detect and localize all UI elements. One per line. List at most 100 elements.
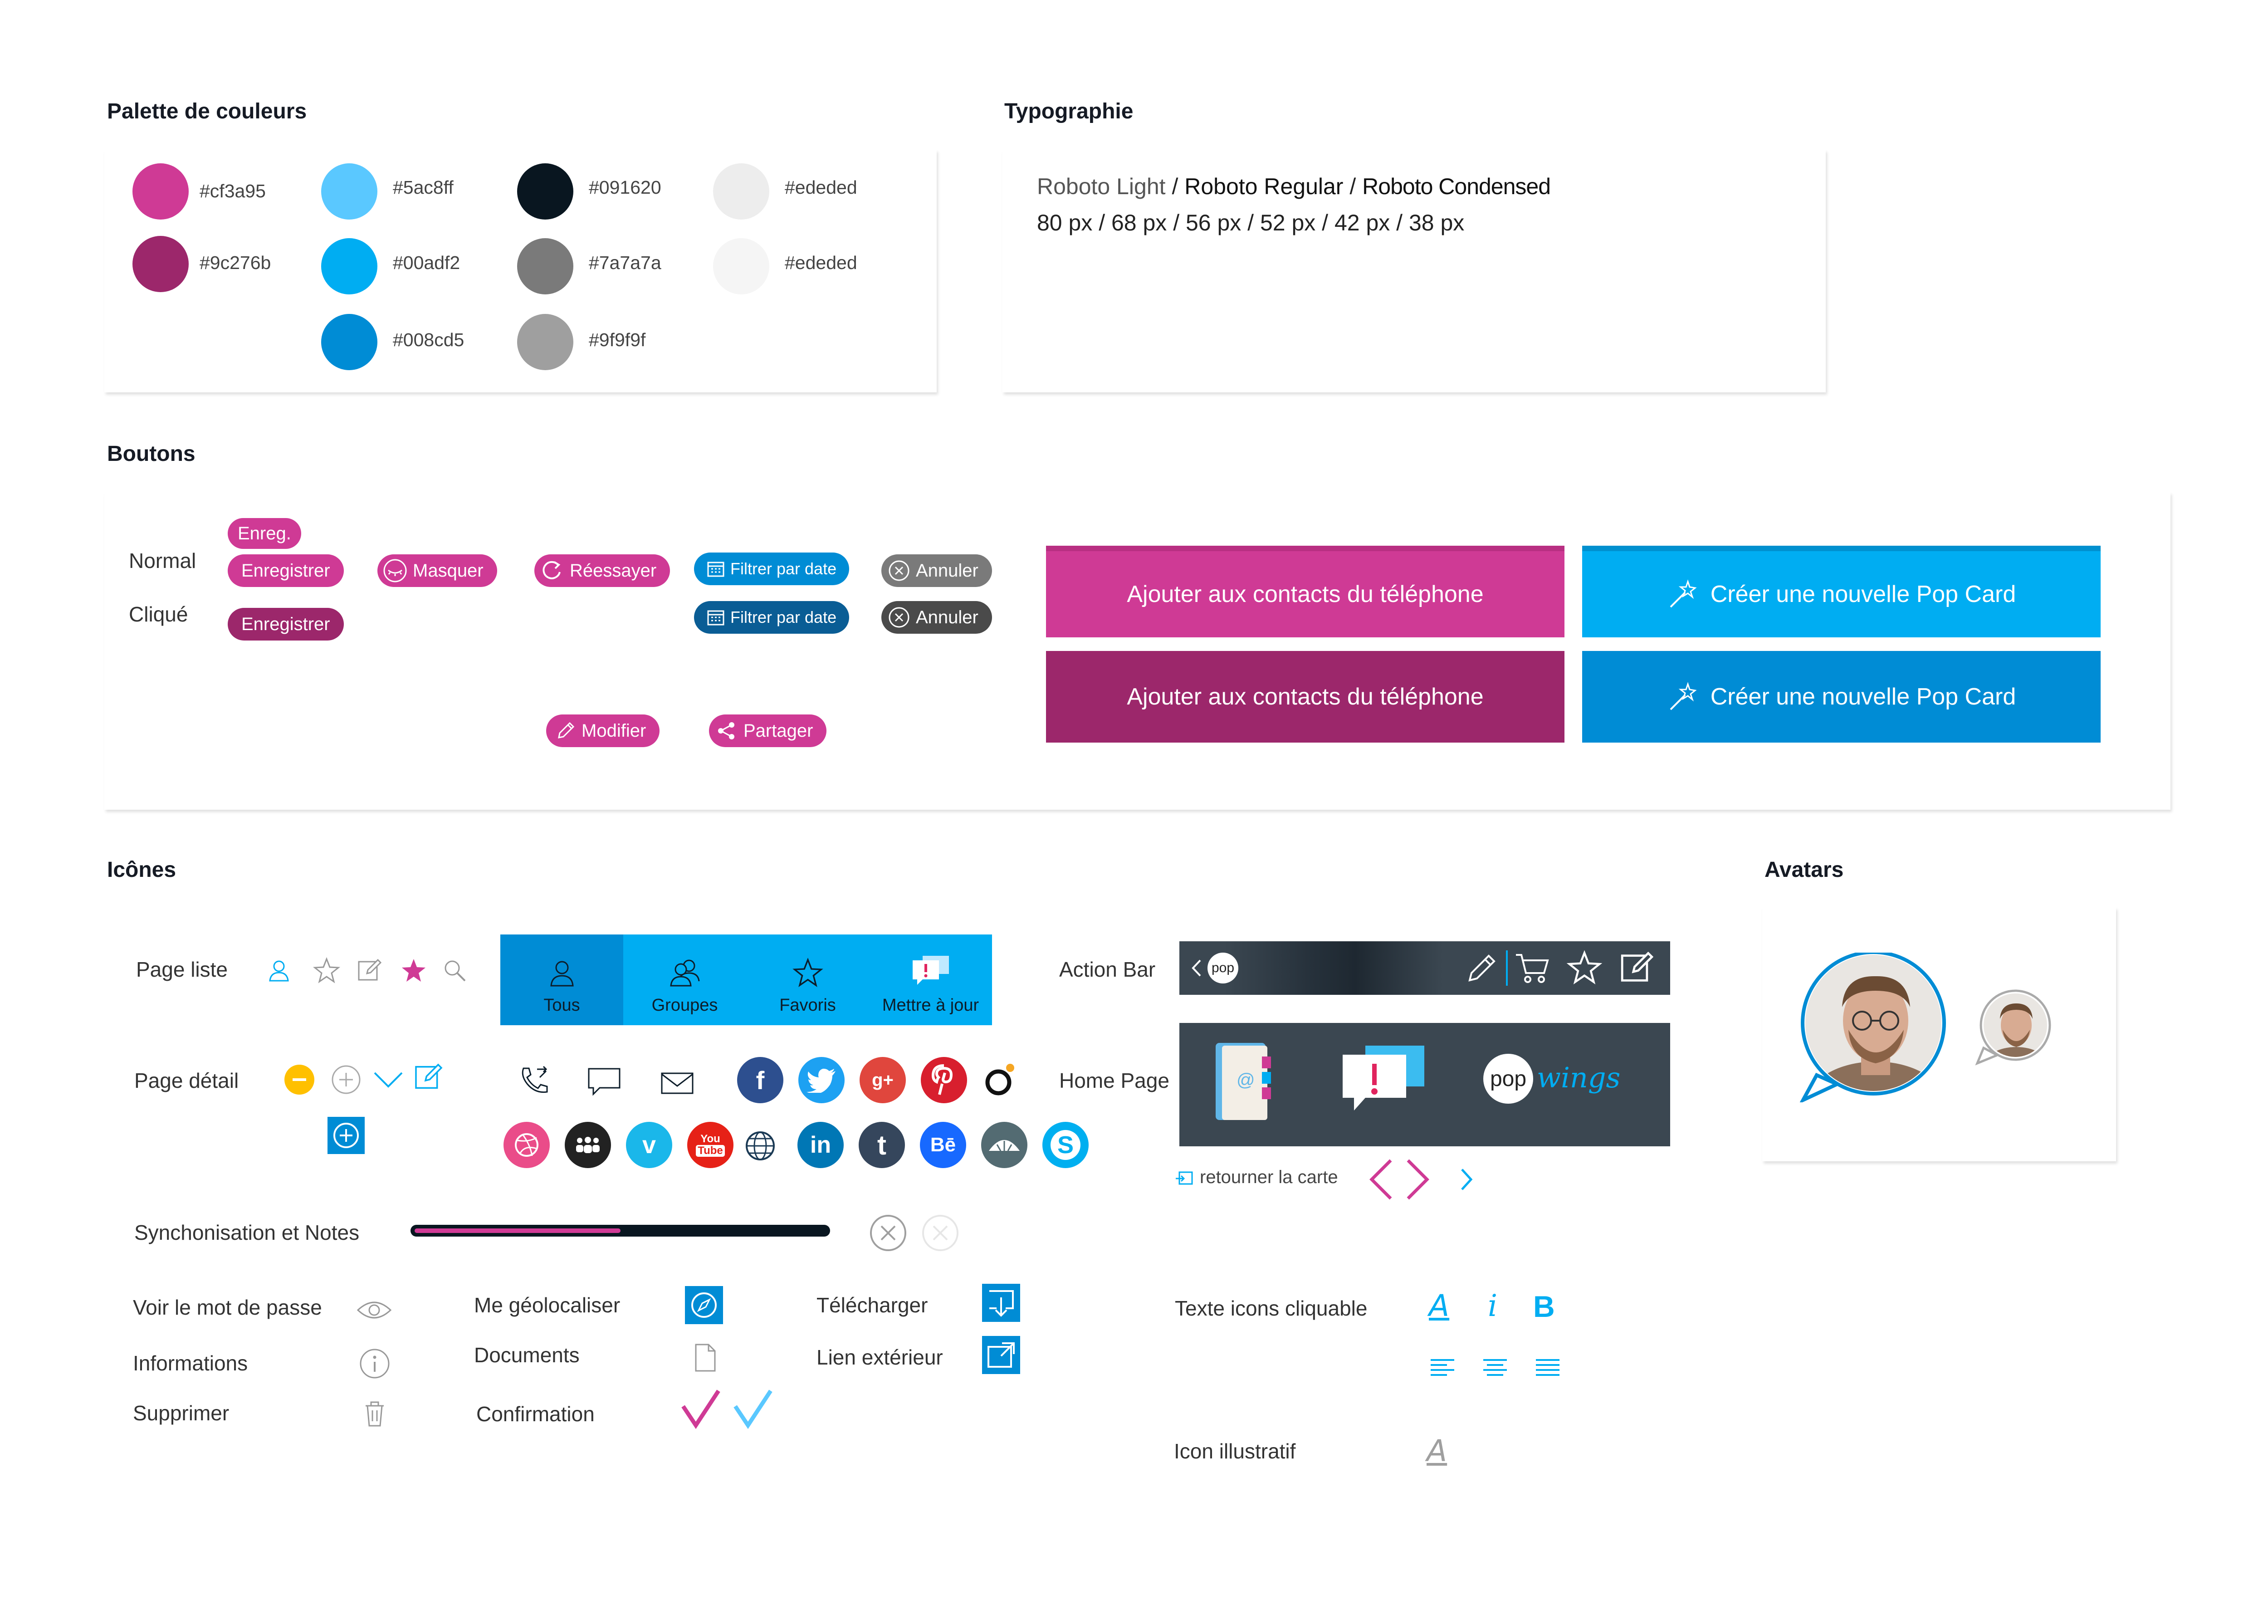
- notification-bubbles-icon[interactable]: [1338, 1043, 1429, 1120]
- checkmark-blue-icon[interactable]: [733, 1388, 773, 1429]
- tab-groupes[interactable]: Groupes: [623, 934, 746, 1025]
- vimeo-icon[interactable]: v: [626, 1122, 672, 1168]
- user-icon[interactable]: [265, 957, 293, 984]
- cart-icon[interactable]: [1514, 950, 1552, 986]
- phone-icon[interactable]: [517, 1064, 552, 1098]
- delicious-icon[interactable]: [981, 1122, 1027, 1168]
- external-link-icon[interactable]: [982, 1336, 1020, 1374]
- svg-text:@: @: [1237, 1070, 1255, 1090]
- info-icon[interactable]: [358, 1347, 391, 1380]
- star-outline-icon[interactable]: [1566, 949, 1603, 987]
- mail-icon[interactable]: [660, 1071, 694, 1096]
- enregistrer-button-clicked[interactable]: Enregistrer: [228, 608, 344, 641]
- globe-icon[interactable]: [744, 1130, 777, 1162]
- pin-glyph: [931, 1064, 953, 1095]
- creer-popcard-button[interactable]: Créer une nouvelle Pop Card: [1582, 546, 2101, 637]
- plus-circle-icon[interactable]: [330, 1064, 362, 1096]
- linkedin-icon[interactable]: in: [797, 1122, 844, 1168]
- pencil-icon[interactable]: [1464, 950, 1500, 986]
- button-label: Ajouter aux contacts du téléphone: [1127, 684, 1484, 710]
- edit-icon[interactable]: [413, 1061, 445, 1093]
- star-filled-icon[interactable]: [399, 956, 428, 985]
- share-icon: [718, 722, 734, 739]
- masquer-button[interactable]: Masquer: [377, 554, 497, 587]
- facebook-icon[interactable]: f: [737, 1057, 783, 1103]
- swatch-label: #5ac8ff: [393, 177, 454, 198]
- pinterest-icon[interactable]: [921, 1057, 967, 1103]
- tab-favoris[interactable]: Favoris: [746, 934, 869, 1025]
- button-label: Réessayer: [570, 561, 657, 581]
- people-glyph: [576, 1137, 600, 1153]
- supprimer-label: Supprimer: [133, 1401, 230, 1425]
- creer-popcard-button-clicked[interactable]: Créer une nouvelle Pop Card: [1582, 651, 2101, 743]
- glyph: Tube: [696, 1145, 725, 1157]
- text-style-italic-icon[interactable]: i: [1488, 1288, 1498, 1323]
- compass-icon[interactable]: [685, 1286, 723, 1324]
- text-style-italic-a-icon[interactable]: A: [1429, 1288, 1450, 1323]
- avatar-small[interactable]: [1975, 989, 2052, 1066]
- google-plus-icon[interactable]: g+: [860, 1057, 906, 1103]
- minus-circle-icon[interactable]: [284, 1064, 315, 1096]
- enregistrer-button[interactable]: Enregistrer: [228, 554, 344, 587]
- address-book-icon[interactable]: @: [1211, 1043, 1279, 1125]
- skype-icon[interactable]: S: [1042, 1122, 1089, 1168]
- enreg-short-button[interactable]: Enreg.: [228, 518, 301, 549]
- close-circle-disabled-icon[interactable]: [921, 1213, 960, 1252]
- filtrer-date-button-clicked[interactable]: Filtrer par date: [694, 601, 850, 634]
- download-icon[interactable]: [982, 1284, 1020, 1322]
- bird-glyph: [807, 1068, 836, 1093]
- retourner-carte-link[interactable]: retourner la carte: [1200, 1167, 1338, 1187]
- orkut-icon[interactable]: [982, 1061, 1019, 1099]
- tab-tous[interactable]: Tous: [500, 934, 623, 1025]
- chevron-down-icon[interactable]: [372, 1068, 405, 1091]
- swatch-9f9f9f: [517, 314, 573, 370]
- close-circle-icon[interactable]: [869, 1213, 908, 1252]
- document-icon[interactable]: [694, 1343, 717, 1373]
- ajouter-contacts-button[interactable]: Ajouter aux contacts du téléphone: [1046, 546, 1564, 637]
- star-outline-icon[interactable]: [312, 956, 341, 985]
- search-icon[interactable]: [442, 958, 468, 983]
- edit-icon[interactable]: [356, 957, 383, 984]
- chat-icon[interactable]: [586, 1066, 622, 1098]
- align-justify-icon[interactable]: [1534, 1357, 1561, 1377]
- myspace-icon[interactable]: [565, 1122, 611, 1168]
- back-chevron-icon[interactable]: [1189, 959, 1203, 978]
- swatch-00adf2: [321, 238, 377, 294]
- trash-icon[interactable]: [363, 1399, 386, 1428]
- modifier-button[interactable]: Modifier: [546, 714, 660, 747]
- text-style-bold-icon[interactable]: B: [1533, 1290, 1555, 1323]
- button-label: Partager: [743, 721, 813, 741]
- chevron-right-small-icon[interactable]: [1457, 1166, 1476, 1193]
- action-bar: pop: [1179, 941, 1670, 995]
- edit-icon[interactable]: [1618, 949, 1656, 987]
- swatch-ededed: [713, 163, 769, 220]
- behance-icon[interactable]: Bē: [920, 1122, 966, 1168]
- dribbble-icon[interactable]: [503, 1122, 550, 1168]
- filtrer-date-button[interactable]: Filtrer par date: [694, 553, 850, 585]
- partager-button[interactable]: Partager: [709, 714, 827, 747]
- tumblr-icon[interactable]: t: [859, 1122, 905, 1168]
- checkmark-pink-icon[interactable]: [680, 1388, 721, 1429]
- reessayer-button[interactable]: Réessayer: [534, 554, 670, 587]
- confirmation-label: Confirmation: [476, 1402, 595, 1426]
- eye-icon[interactable]: [356, 1297, 392, 1323]
- chevron-left-icon[interactable]: [1365, 1157, 1397, 1202]
- swatch-7a7a7a: [517, 238, 573, 294]
- add-box-icon[interactable]: [327, 1117, 365, 1154]
- documents-label: Documents: [474, 1343, 580, 1367]
- typography-heading: Typographie: [1004, 99, 1134, 123]
- tab-mettre-a-jour[interactable]: Mettre à jour: [869, 934, 992, 1025]
- twitter-icon[interactable]: [798, 1057, 845, 1103]
- page-liste-label: Page liste: [136, 958, 228, 981]
- tab-label: Groupes: [651, 996, 718, 1015]
- align-left-icon[interactable]: [1429, 1357, 1456, 1377]
- align-center-icon[interactable]: [1481, 1357, 1509, 1377]
- chevron-right-icon[interactable]: [1402, 1157, 1433, 1202]
- annuler-button-clicked[interactable]: Annuler: [881, 601, 992, 634]
- annuler-button[interactable]: Annuler: [881, 554, 992, 587]
- flip-card-icon[interactable]: [1175, 1169, 1195, 1188]
- ajouter-contacts-button-clicked[interactable]: Ajouter aux contacts du téléphone: [1046, 651, 1564, 743]
- avatar-large[interactable]: [1799, 953, 1953, 1102]
